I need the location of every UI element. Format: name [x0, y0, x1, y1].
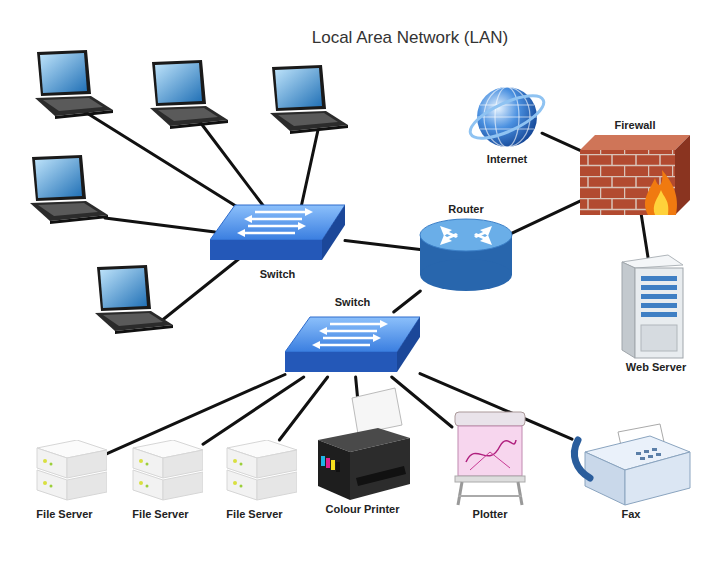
- device-node: Router: [420, 219, 512, 291]
- switch-icon: [285, 317, 420, 372]
- device-label: Internet: [487, 153, 527, 166]
- device-node: File Server: [22, 440, 107, 505]
- diagram-title: Local Area Network (LAN): [240, 28, 580, 48]
- network-cable: [356, 377, 358, 398]
- laptop-wire: [82, 110, 255, 218]
- network-cable: [641, 215, 648, 258]
- device-label: File Server: [132, 508, 188, 521]
- device-label: Switch: [335, 296, 370, 309]
- network-cable: [279, 377, 327, 440]
- device-node: Colour Printer: [315, 398, 410, 500]
- laptop-wire: [300, 130, 318, 212]
- device-label: Fax: [622, 508, 641, 521]
- network-cable: [542, 133, 580, 150]
- laptop-wire: [160, 258, 240, 322]
- laptops: [30, 50, 348, 334]
- laptop-icon: [95, 265, 173, 334]
- web-server-icon: [622, 255, 683, 358]
- device-node: Internet: [472, 85, 542, 150]
- globe-icon: [465, 87, 549, 147]
- laptop-icon: [35, 50, 113, 119]
- device-label: Plotter: [473, 508, 508, 521]
- device-node: File Server: [212, 440, 297, 505]
- device-node: File Server: [118, 440, 203, 505]
- laptop-wire: [200, 122, 268, 212]
- laptop-wire: [105, 218, 215, 232]
- router-icon: [420, 219, 512, 291]
- file-server-icon: [133, 440, 203, 500]
- file-server-icon: [37, 440, 107, 500]
- device-node: Switch: [210, 200, 345, 265]
- network-cable: [394, 291, 421, 312]
- device-label: Web Server: [626, 361, 686, 374]
- device-node: Fax: [572, 424, 690, 505]
- device-label: File Server: [36, 508, 92, 521]
- device-label: Firewall: [615, 119, 656, 132]
- printer-icon: [318, 388, 410, 500]
- network-cable: [512, 201, 580, 233]
- firewall-icon: [580, 135, 690, 215]
- fax-icon: [574, 424, 690, 505]
- device-node: Firewall: [580, 135, 690, 215]
- device-label: File Server: [226, 508, 282, 521]
- network-cable: [345, 241, 420, 250]
- device-label: Router: [448, 203, 483, 216]
- device-label: Switch: [260, 268, 295, 281]
- device-node: Plotter: [452, 412, 528, 505]
- switch-icon: [210, 205, 345, 260]
- device-node: Web Server: [622, 258, 690, 358]
- device-label: Colour Printer: [326, 503, 400, 516]
- laptop-icon: [30, 155, 108, 224]
- file-server-icon: [227, 440, 297, 500]
- device-node: Switch: [285, 312, 420, 377]
- laptop-icon: [270, 65, 348, 134]
- plotter-icon: [455, 412, 525, 505]
- laptop-icon: [150, 60, 228, 129]
- network-cable: [203, 377, 304, 444]
